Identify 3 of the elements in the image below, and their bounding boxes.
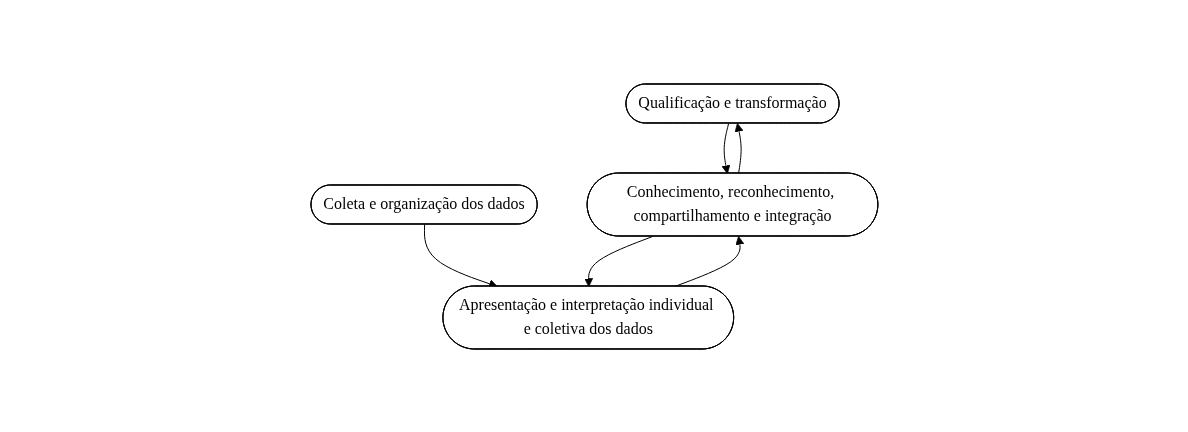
arrow xyxy=(734,122,743,174)
arrow xyxy=(583,235,653,287)
arrow xyxy=(721,122,730,174)
